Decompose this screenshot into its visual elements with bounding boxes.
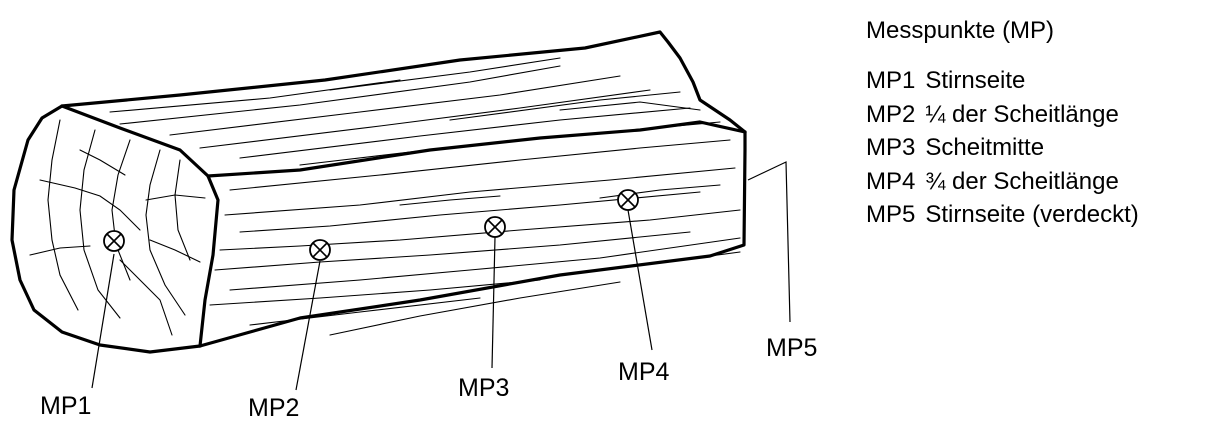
legend-code: MP2 bbox=[866, 100, 916, 128]
leader-lines bbox=[91, 161, 791, 391]
mp4-leader bbox=[627, 209, 653, 351]
legend-item-mp5: MP5 Stirnseite (verdeckt) bbox=[866, 200, 1139, 234]
legend-code: MP4 bbox=[866, 167, 916, 195]
log-top-face bbox=[60, 30, 747, 134]
legend-code: MP3 bbox=[866, 134, 916, 161]
mp2-marker bbox=[309, 239, 331, 261]
log-top-front-edge bbox=[206, 120, 747, 178]
legend: Messpunkte (MP) MP1 Stirnseite MP2 ¼ der S… bbox=[866, 16, 1139, 234]
mp5-callout: MP5 bbox=[766, 334, 817, 362]
mp1-callout: MP1 bbox=[40, 392, 91, 420]
mp2-leader bbox=[295, 260, 321, 391]
mp2-callout: MP2 bbox=[248, 394, 299, 422]
mp4-callout: MP4 bbox=[618, 358, 670, 386]
mp3-marker bbox=[484, 216, 506, 238]
mp1-leader bbox=[91, 253, 115, 389]
log-end-face bbox=[10, 104, 202, 354]
legend-item-mp4: MP4 ¾ der Scheitlänge bbox=[866, 167, 1139, 201]
legend-text: Stirnseite bbox=[925, 67, 1026, 94]
log-front-face bbox=[198, 130, 747, 348]
front-grain-lines bbox=[209, 139, 741, 336]
top-grain-lines bbox=[109, 57, 721, 166]
mp5-leader bbox=[747, 161, 791, 323]
legend-text: Stirnseite (verdeckt) bbox=[925, 201, 1139, 228]
legend-item-mp1: MP1 Stirnseite bbox=[866, 66, 1139, 100]
legend-item-mp3: MP3 Scheitmitte bbox=[866, 133, 1139, 167]
log-illustration: MP1 MP2 MP3 MP4 MP5 bbox=[10, 30, 817, 422]
legend-text: ¾ der Scheitlänge bbox=[925, 167, 1119, 195]
end-grain-rings bbox=[29, 119, 206, 336]
log-end-edge bbox=[60, 104, 220, 348]
legend-code: MP1 bbox=[866, 67, 916, 94]
legend-item-mp2: MP2 ¼ der Scheitlänge bbox=[866, 100, 1139, 134]
legend-text: Scheitmitte bbox=[925, 134, 1045, 161]
legend-title: Messpunkte (MP) bbox=[866, 17, 1055, 44]
legend-code: MP5 bbox=[866, 201, 916, 228]
mp4-marker bbox=[617, 189, 639, 211]
mp3-callout: MP3 bbox=[458, 374, 509, 402]
mp3-leader bbox=[491, 236, 496, 369]
mp1-marker bbox=[103, 230, 125, 252]
legend-text: ¼ der Scheitlänge bbox=[925, 100, 1119, 128]
